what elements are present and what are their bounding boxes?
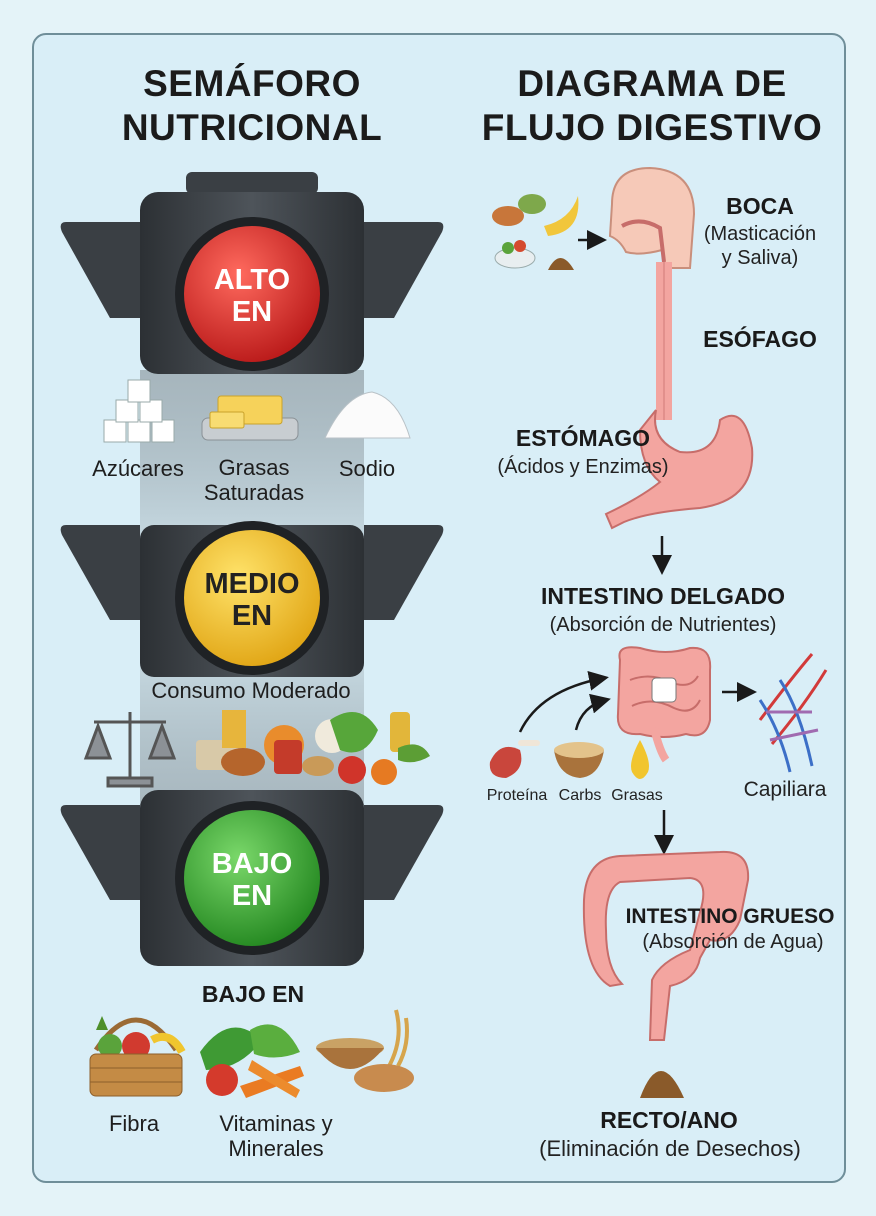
label-intestino-grueso-desc: (Absorción de Agua) (642, 931, 824, 953)
large-intestine (582, 850, 750, 1041)
label-intestino-grueso: INTESTINO GRUESO (625, 905, 835, 928)
label-vitaminas-minerales: Vitaminas y Minerales (219, 1111, 333, 1161)
right-title: DIAGRAMA DE FLUJO DIGESTIVO (462, 62, 842, 150)
scale-icon (83, 712, 177, 788)
green-light-line2: EN (231, 880, 273, 912)
grains-icon (316, 1009, 414, 1092)
salt-pile-icon (324, 391, 411, 439)
right-title-line1: DIAGRAMA DE (517, 63, 787, 104)
green-light (184, 810, 320, 946)
protein-icon (489, 740, 540, 778)
label-estomago-desc: (Ácidos y Enzimas) (497, 456, 669, 478)
yellow-light (184, 530, 320, 666)
red-light-line2: EN (231, 296, 273, 328)
butter-icon (201, 395, 299, 441)
green-light-text: BAJO EN (192, 848, 312, 912)
stomach (604, 409, 754, 530)
label-intestino-delgado: INTESTINO DELGADO (540, 583, 786, 609)
visor-left-green (60, 805, 140, 900)
label-grasas-saturadas: Grasas Saturadas (203, 455, 305, 505)
arrow-carbs (574, 693, 611, 731)
label-estomago: ESTÓMAGO (515, 425, 651, 451)
label-boca-desc-line2: y Saliva) (721, 247, 799, 269)
label-boca-desc-line1: (Masticación (703, 223, 817, 245)
visor-left-red (60, 222, 140, 318)
carbs-icon (554, 742, 604, 778)
label-recto-ano: RECTO/ANO (600, 1107, 738, 1133)
visor-right-green (364, 805, 444, 900)
label-grasas: Grasas (611, 787, 663, 804)
visor-right-red (364, 222, 444, 318)
label-sodio: Sodio (338, 456, 396, 481)
label-proteina: Proteína (486, 787, 548, 804)
left-title: SEMÁFORO NUTRICIONAL (72, 62, 432, 150)
red-light (184, 226, 320, 362)
mixed-foods-icon (196, 710, 430, 785)
label-consumo-moderado: Consumo Moderado (151, 678, 351, 703)
fats-icon (631, 740, 649, 779)
poop-icon-bottom (640, 1071, 684, 1098)
label-boca: BOCA (726, 193, 794, 219)
yellow-light-line1: MEDIO (204, 568, 300, 600)
label-bajo-en: BAJO EN (201, 981, 305, 1007)
visor-right-yellow (364, 525, 444, 620)
label-carbs: Carbs (558, 787, 602, 804)
label-esofago: ESÓFAGO (703, 326, 817, 352)
sugar-cubes-icon (103, 379, 175, 443)
label-boca-desc: (Masticación y Saliva) (688, 222, 832, 270)
capillary-icon (758, 653, 828, 773)
green-light-line1: BAJO (211, 848, 293, 880)
left-title-line1: SEMÁFORO (143, 63, 361, 104)
food-icons (492, 194, 579, 269)
housing-cap (186, 172, 318, 194)
red-light-text: ALTO EN (192, 264, 312, 328)
arrow-proteina (518, 670, 609, 733)
nutrient-absorption-icon (651, 677, 677, 703)
vegetables-icon (200, 1024, 304, 1098)
visor-left-yellow (60, 525, 140, 620)
red-light-line1: ALTO (213, 264, 291, 296)
label-fibra: Fibra (108, 1111, 160, 1136)
label-intestino-delgado-desc: (Absorción de Nutrientes) (549, 614, 777, 636)
poop-icon-top (548, 258, 574, 270)
fruit-basket-icon (89, 1016, 186, 1097)
label-capiliara: Capiliara (743, 778, 827, 801)
left-title-line2: NUTRICIONAL (121, 107, 383, 148)
head-icon (608, 166, 696, 269)
right-title-line2: FLUJO DIGESTIVO (481, 107, 823, 148)
yellow-light-text: MEDIO EN (182, 568, 322, 632)
yellow-light-line2: EN (231, 600, 273, 632)
label-recto-ano-desc: (Eliminación de Desechos) (539, 1136, 801, 1161)
label-azucares: Azúcares (92, 456, 184, 481)
